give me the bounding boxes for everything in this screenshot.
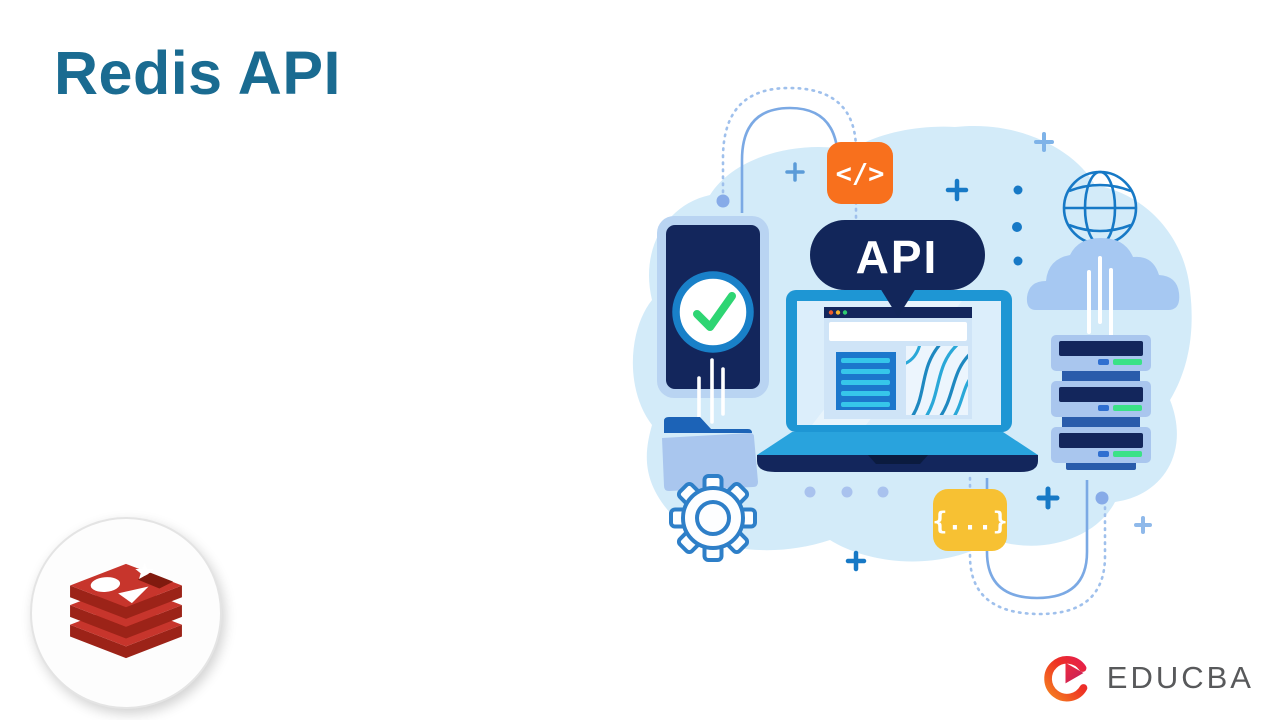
code-icon-label: </> [836,159,885,190]
educba-logo: EDUCBA [1043,650,1254,706]
laptop [757,290,1038,472]
smartphone [657,216,769,398]
connector-arc-bottom [968,476,1109,616]
educba-wordmark: EDUCBA [1106,660,1254,695]
redis-triangle [118,586,149,604]
plus-icon [845,550,867,572]
checkmark-icon [672,271,754,353]
browser-window [824,307,972,419]
plus-icon [1134,516,1152,534]
server-unit [1051,335,1151,371]
redis-logo-badge [30,517,222,709]
braces-icon: {...} [932,489,1008,551]
redis-star [135,562,154,580]
decor-plus-group [785,132,1152,572]
browser-address-bar [829,322,967,341]
cloud-speed-lines [1087,256,1113,338]
redis-notch [137,572,174,589]
plus-icon [1034,132,1054,152]
browser-content-waves [906,346,968,415]
arc-end-dot [1095,491,1109,505]
plus-icon [785,162,805,182]
api-illustration: API </> {...} [632,86,1192,616]
laptop-notch [868,455,928,464]
code-icon: </> [827,142,893,204]
laptop-deck [757,432,1038,455]
browser-content-list [836,352,896,410]
educba-mark-icon [1044,656,1088,702]
redis-ellipse [90,577,121,592]
braces-icon-label: {...} [932,507,1007,536]
plus-icon [1036,486,1060,510]
redis-logo [70,562,182,659]
plus-icon [945,178,969,202]
browser-dot-yellow [835,310,841,315]
decor-dots-row [804,486,889,498]
browser-dot-red [828,310,834,315]
decor-dots-column [1012,185,1023,266]
api-bubble-label: API [856,231,939,283]
arc-end-dot [716,194,730,208]
server-unit [1051,381,1151,417]
cloud-icon [1026,238,1180,310]
page-title: Redis API [54,39,341,107]
folder-icon [662,417,758,491]
server-stack [1051,335,1151,470]
browser-dot-green [842,310,848,315]
gear-icon [669,474,757,562]
api-bubble: API [810,220,985,317]
server-unit [1051,427,1151,463]
connector-arc-top [716,86,858,228]
